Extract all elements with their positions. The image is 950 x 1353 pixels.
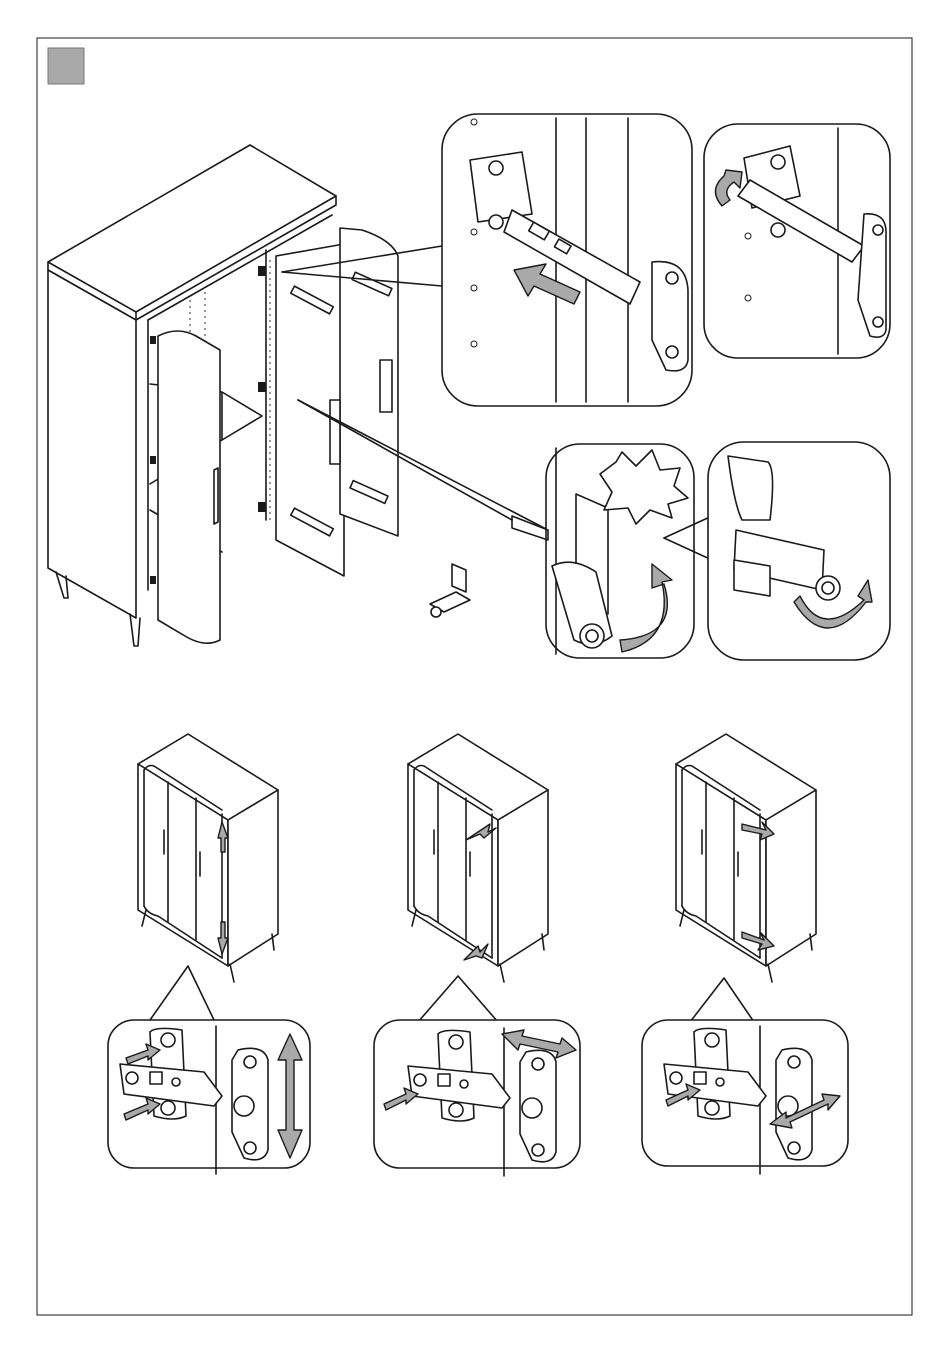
step-marker [48, 48, 84, 84]
hinge-part-loose [430, 564, 470, 617]
adjust-vertical-view [108, 734, 310, 1174]
detail-damper-knob [708, 442, 890, 660]
detail-hinge-lock [704, 124, 890, 358]
cabinet-main-illustration [48, 145, 470, 646]
adjust-depth-view [374, 734, 580, 1176]
adjust-side-view [642, 734, 848, 1174]
detail-damper-screw [512, 444, 694, 658]
detail-hinge-insert [442, 114, 692, 406]
